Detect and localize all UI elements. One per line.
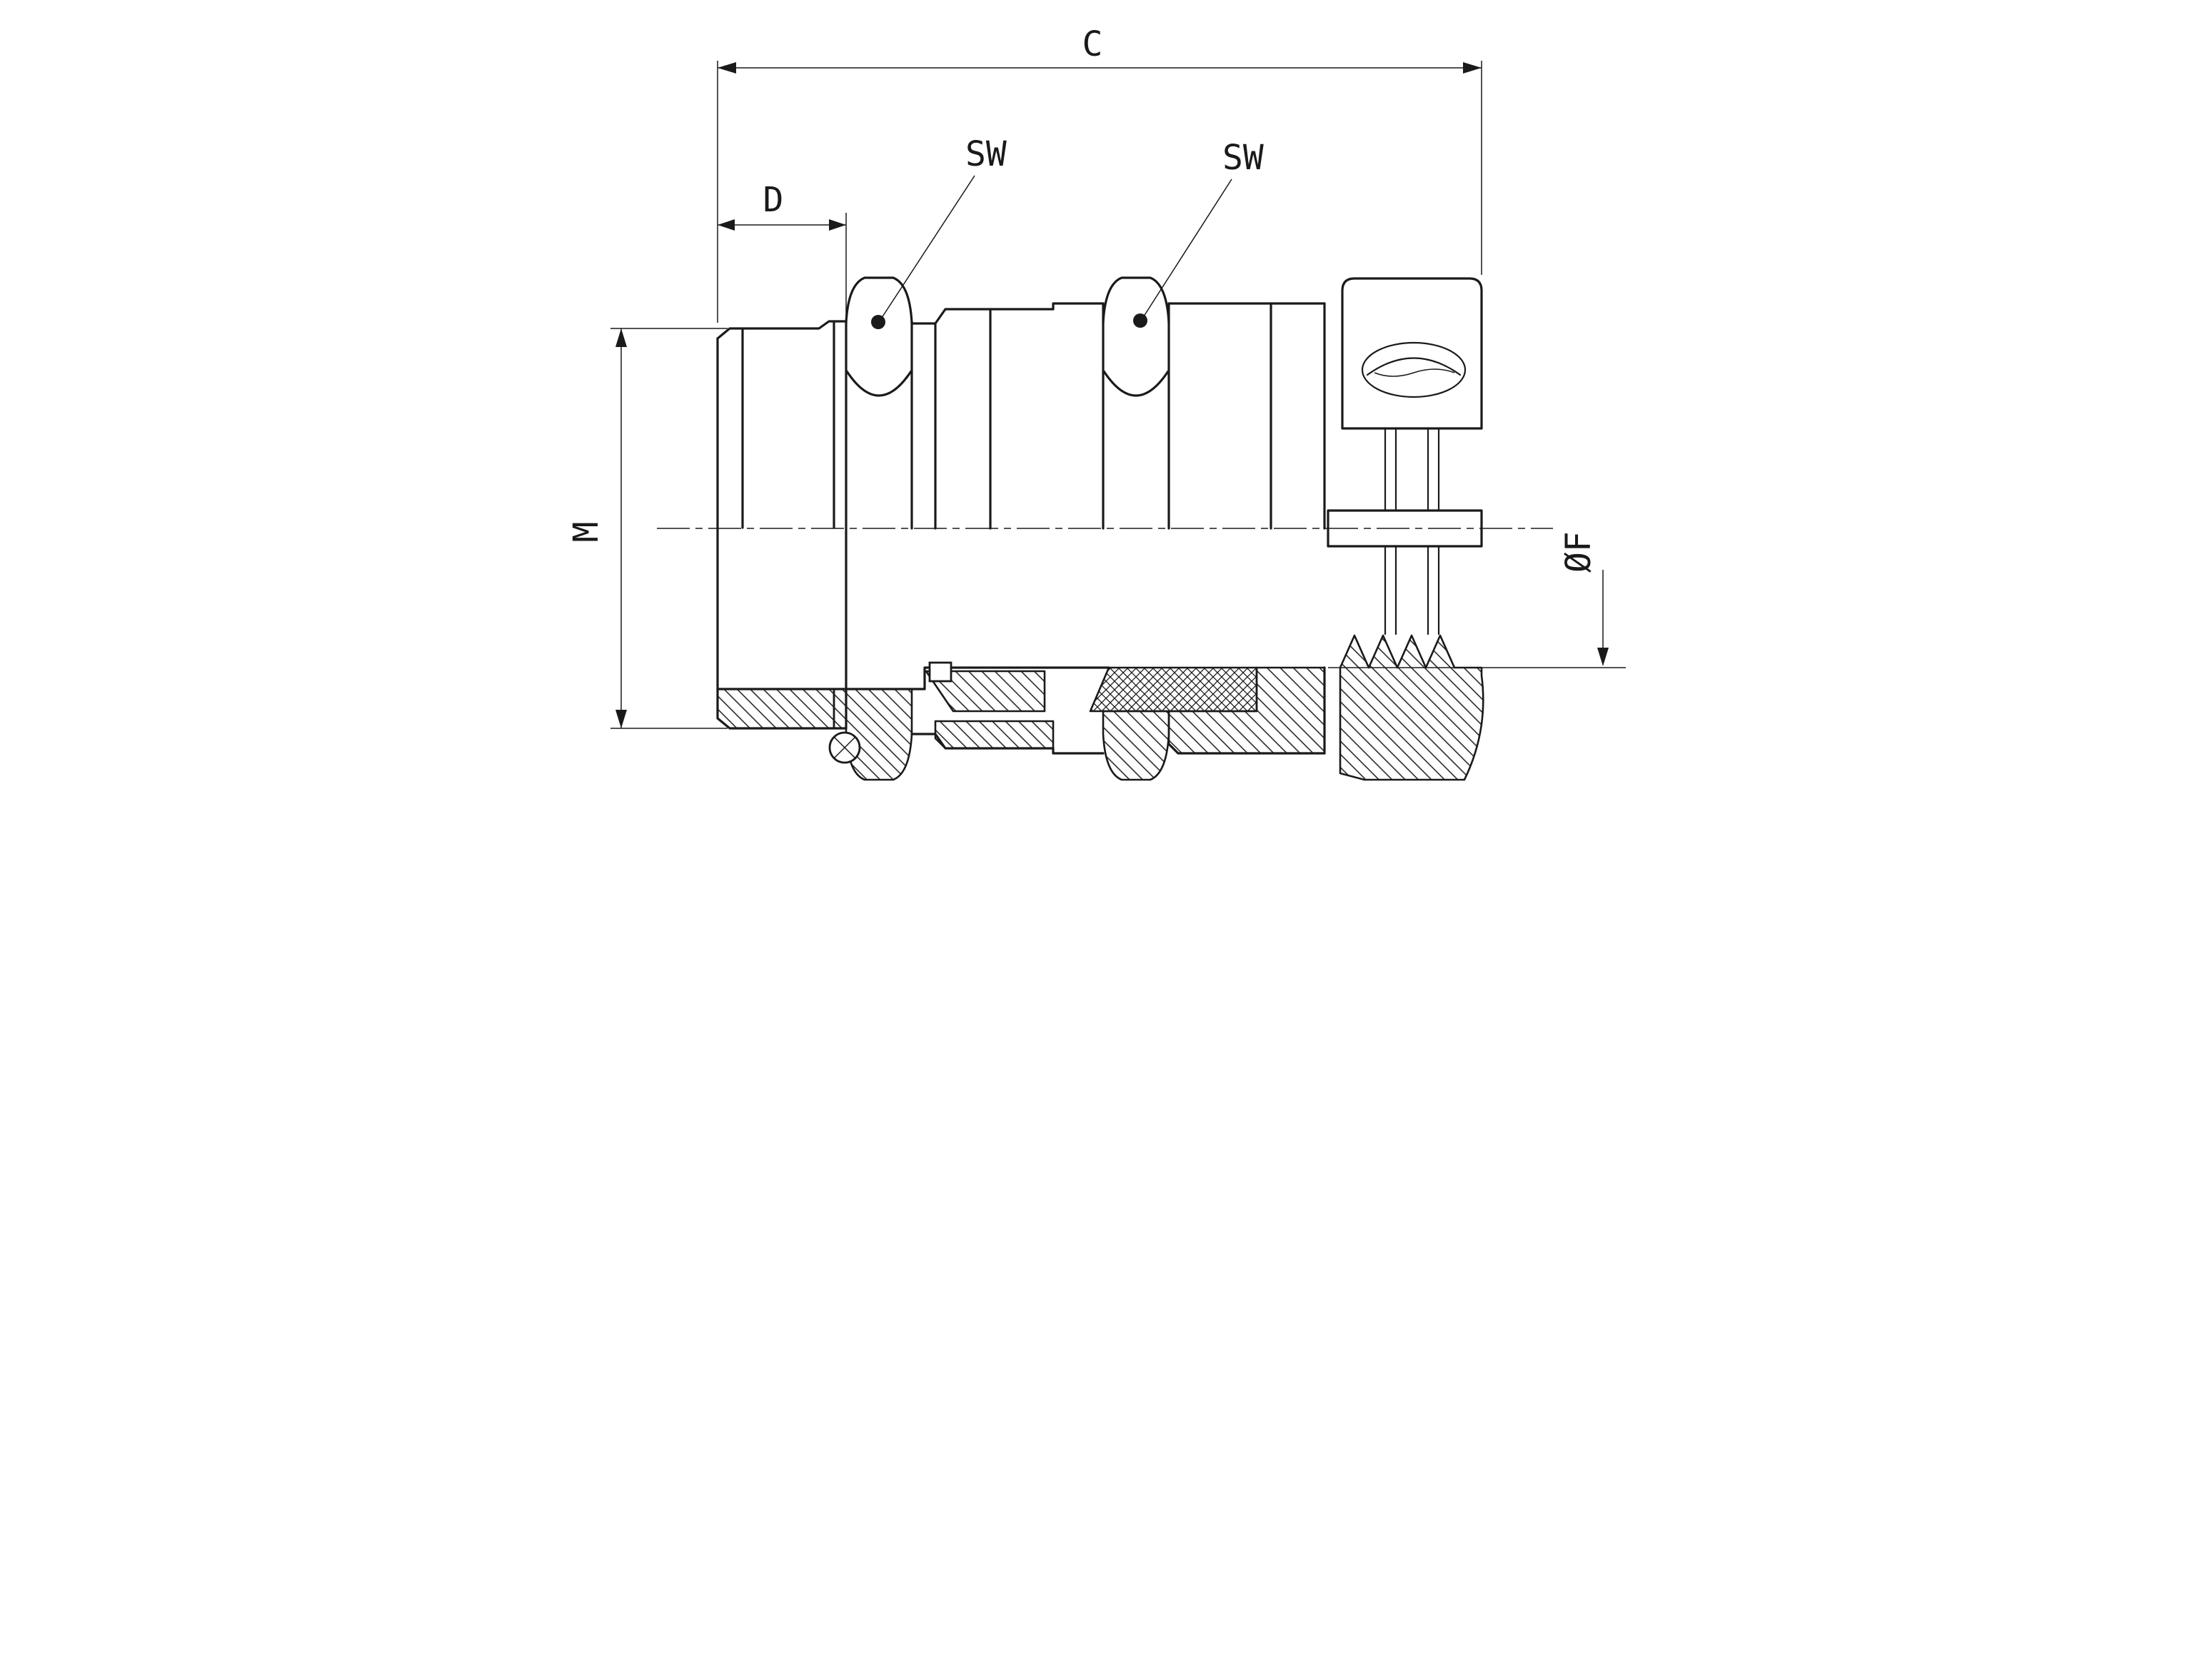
dim-c-arrow-right bbox=[1462, 62, 1482, 74]
mid-wall-section bbox=[934, 720, 1054, 750]
sw-right-label: SW bbox=[1222, 138, 1264, 178]
dim-f-label: ØF bbox=[1559, 531, 1599, 573]
dim-c-label: C bbox=[1082, 24, 1102, 64]
gland-body bbox=[715, 276, 1326, 755]
bore-step-lines bbox=[715, 666, 1110, 690]
sw-left-label: SW bbox=[965, 134, 1007, 174]
sw-callout-right: SW bbox=[1132, 138, 1264, 328]
rear-hex-top-cap bbox=[1101, 276, 1170, 324]
seal-ring-section bbox=[1089, 666, 1257, 713]
technical-drawing: C D SW SW M ØF bbox=[553, 0, 1659, 829]
dim-d-label: D bbox=[763, 180, 783, 220]
sw-left-dot bbox=[870, 315, 885, 329]
dimension-f: ØF bbox=[1327, 531, 1626, 668]
mid-bottom-edge bbox=[910, 733, 1105, 755]
dimension-c: C bbox=[716, 24, 1482, 323]
strain-relief-clamp bbox=[1326, 277, 1483, 635]
clamp-stems-lower bbox=[1384, 545, 1439, 635]
rear-hex-chamfer-arc bbox=[1102, 370, 1170, 397]
dim-m-arrow-bottom bbox=[615, 710, 627, 728]
dim-c-arrow-left bbox=[717, 62, 736, 74]
clamp-jaw-section bbox=[1339, 634, 1484, 781]
dimension-d: D bbox=[717, 180, 847, 318]
rear-hex-section bbox=[1102, 710, 1170, 781]
clamp-bow-arc bbox=[1366, 357, 1461, 376]
cone-insert-section bbox=[925, 670, 1045, 713]
dim-m-label: M bbox=[566, 522, 606, 543]
clamp-seam-line bbox=[1374, 368, 1454, 377]
clamp-eye-opening bbox=[1361, 341, 1466, 398]
lamella-ring bbox=[928, 661, 952, 683]
o-ring-cross bbox=[833, 736, 856, 759]
dim-f-arrow bbox=[1597, 648, 1609, 666]
front-hex-top-cap bbox=[844, 276, 913, 324]
dim-d-arrow-left bbox=[717, 219, 735, 231]
sleeve-left-and-bottom-edge bbox=[715, 337, 848, 730]
front-hex-chamfer-arc bbox=[845, 370, 913, 397]
sw-right-dot bbox=[1132, 313, 1147, 328]
o-ring bbox=[828, 731, 860, 764]
dimension-m: M bbox=[566, 328, 728, 729]
dim-m-arrow-top bbox=[615, 328, 627, 347]
intermediate-top-edge bbox=[910, 302, 1105, 325]
dim-d-arrow-right bbox=[828, 219, 846, 231]
clamp-flange bbox=[1326, 509, 1483, 548]
clamp-stems-upper bbox=[1384, 427, 1439, 512]
sw-left-leader bbox=[879, 175, 975, 321]
clamp-block-outline bbox=[1340, 277, 1483, 430]
sleeve-wall-section bbox=[716, 688, 835, 730]
drawing-page: C D SW SW M ØF bbox=[553, 0, 1659, 829]
sw-right-leader bbox=[1141, 179, 1232, 319]
section-areas bbox=[716, 634, 1484, 781]
sw-callout-left: SW bbox=[870, 134, 1007, 329]
nut-bottom-edge bbox=[1167, 743, 1326, 755]
